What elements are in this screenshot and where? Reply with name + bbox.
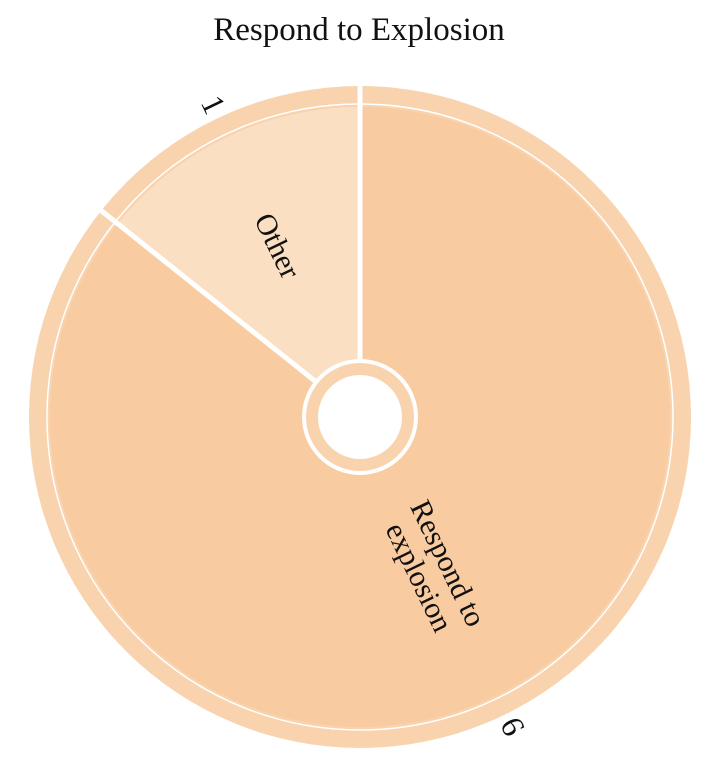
slice-divider-2	[99, 208, 317, 383]
slice-dividers	[99, 86, 363, 383]
chart-title: Respond to Explosion	[213, 12, 505, 48]
center-hole	[302, 359, 418, 475]
pie-slice-2	[117, 107, 361, 417]
hole-center	[318, 375, 402, 459]
